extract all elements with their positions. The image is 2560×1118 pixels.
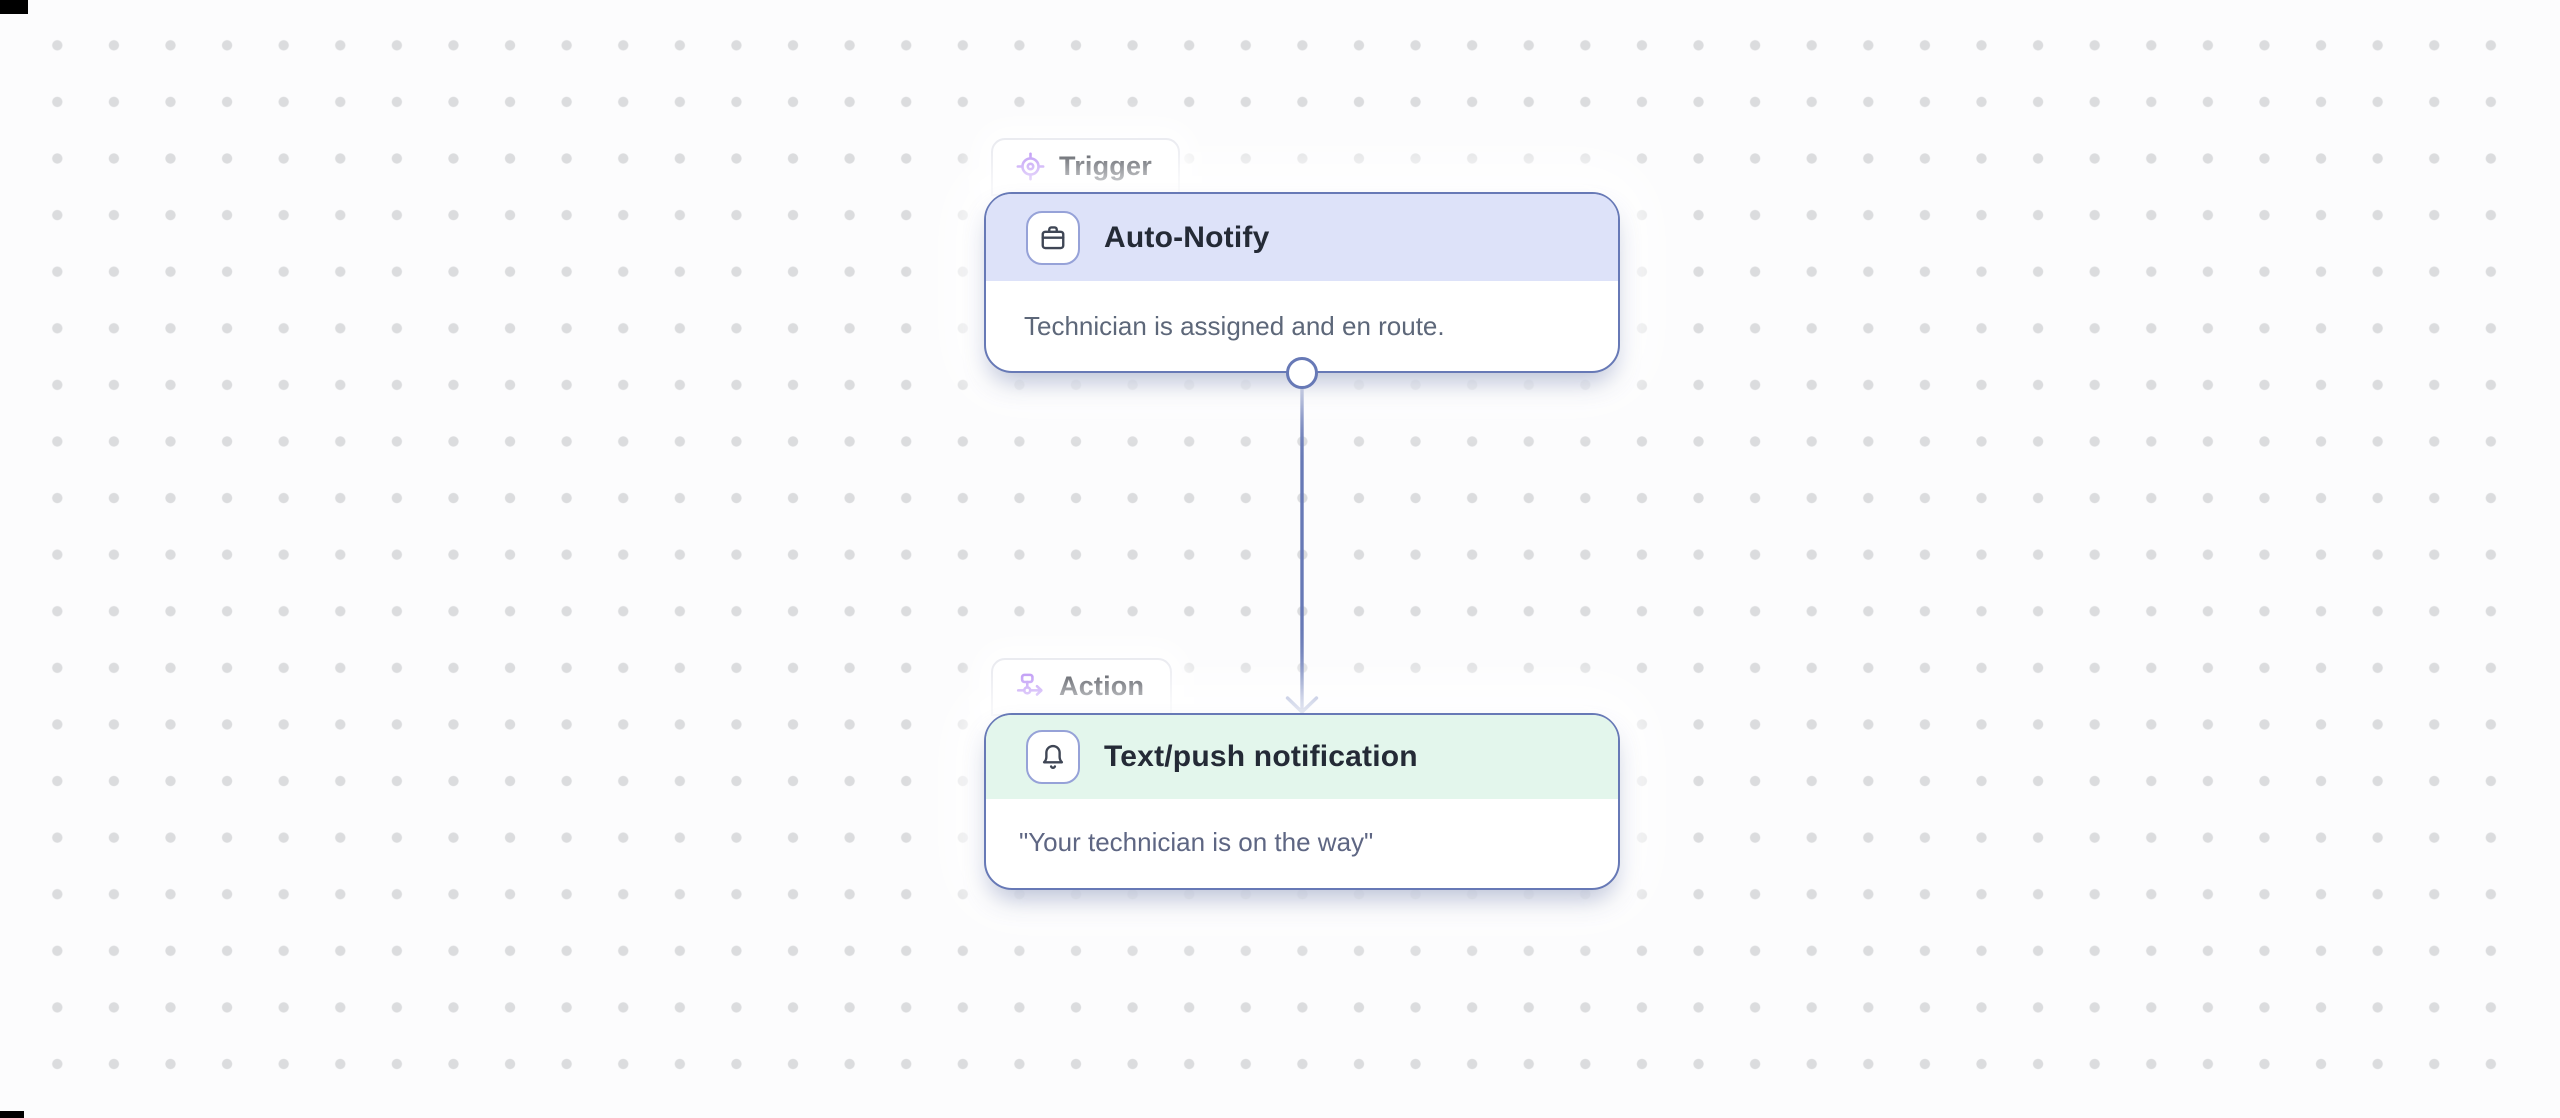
action-node-card[interactable]: Text/push notification "Your technician … [984,713,1620,890]
trigger-node-header: Auto-Notify [986,194,1618,281]
screen-artifact-top-left [0,0,28,14]
trigger-badge-label: Trigger [1059,150,1152,181]
action-node-description: "Your technician is on the way" [1019,827,1374,857]
target-icon [1016,152,1045,180]
workflow-icon [1016,673,1043,696]
briefcase-icon [1041,225,1065,249]
action-badge[interactable]: Action [991,658,1173,716]
screen-artifact-bottom-left [0,1111,24,1118]
trigger-node-title: Auto-Notify [1104,220,1270,254]
trigger-badge[interactable]: Trigger [991,138,1180,196]
action-node-header: Text/push notification [986,715,1618,799]
action-node-icon-box [1026,730,1080,784]
action-node-title: Text/push notification [1104,740,1418,773]
trigger-node-card[interactable]: Auto-Notify Technician is assigned and e… [984,192,1620,389]
bell-icon [1042,744,1064,769]
trigger-node-icon-box [1026,210,1080,265]
action-badge-label: Action [1059,670,1145,701]
connector-arrow [1285,384,1319,714]
output-port[interactable] [1286,357,1318,389]
